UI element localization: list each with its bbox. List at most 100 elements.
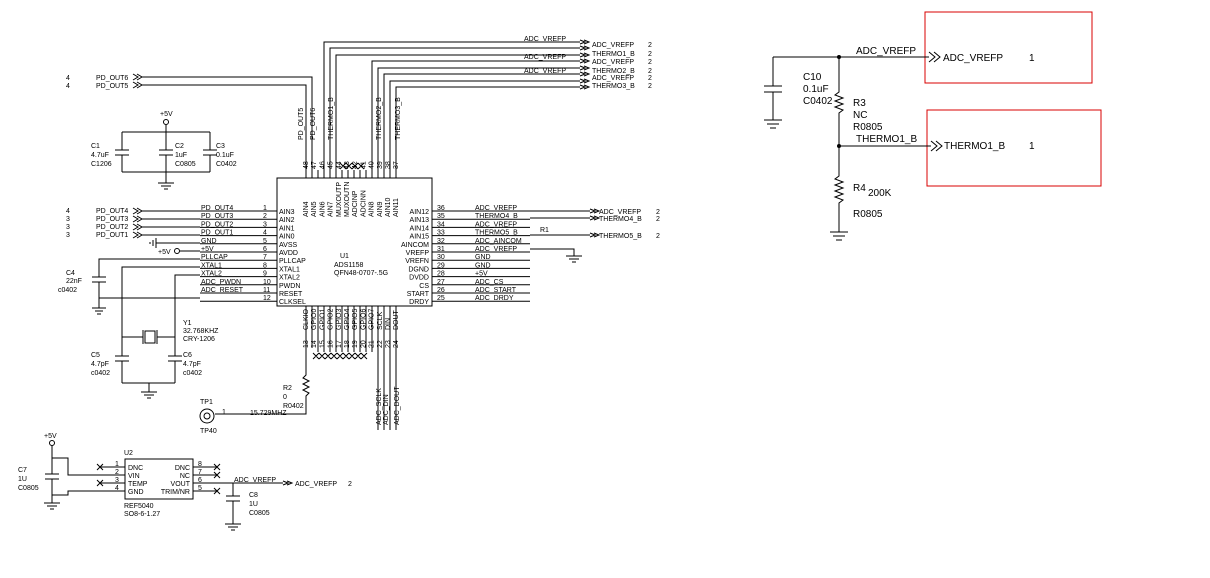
vrefp-port-sheet: 1: [1029, 53, 1035, 64]
u1-pin-name: START: [407, 291, 430, 298]
c7-ref: C7: [18, 467, 27, 474]
u1-pin-name: AIN3: [279, 209, 295, 216]
u1-top-net: PD_OUT6: [310, 108, 317, 140]
u1-pin-number: 41: [360, 161, 367, 169]
pd-net: PD_OUT4: [96, 208, 128, 215]
u1-pin-net: ADC_AINCOM: [475, 238, 522, 245]
u1-pin-name: CS: [419, 283, 429, 290]
c3-value: 0.1uF: [216, 152, 234, 159]
u1-pin-name: PLLCAP: [279, 258, 306, 265]
top-port-sheet: 2: [648, 51, 652, 58]
c4-ref: C4: [66, 270, 75, 277]
u2-chip: U2 REF5040 SO8-6-1.27 1DNC2VIN3TEMP4GNDD…: [18, 433, 352, 531]
u1-chip: U1 ADS1158 QFN48-0707-.5G: [276, 177, 433, 307]
c6-value: 4.7pF: [183, 361, 201, 368]
plus5v-label: +5V: [158, 249, 171, 256]
u2-pin-name: TRIM/NR: [161, 489, 190, 496]
pd-sheet: 3: [66, 232, 70, 239]
pd-net: PD_OUT5: [96, 83, 128, 90]
u2-package: SO8-6-1.27: [124, 511, 160, 518]
u1-pin-number: 34: [437, 221, 445, 228]
c2-ref: C2: [175, 143, 184, 150]
r4-package: R0805: [853, 209, 883, 220]
r2-package: R0402: [283, 403, 304, 410]
r2-value: 0: [283, 394, 287, 401]
u1-pin-name: AVDD: [279, 250, 298, 257]
u1-pin-number: 7: [263, 254, 267, 261]
u1-pin-net: +5V: [201, 246, 214, 253]
pd-left-inputs: 4 3 3 3 PD_OUT4 PD_OUT3 PD_OUT2 PD_OUT1: [66, 207, 200, 239]
u1-pin-number: 44: [336, 161, 343, 169]
u1-pin-number: 10: [263, 279, 271, 286]
c1-value: 4.7uF: [91, 152, 109, 159]
u1-footprint: QFN48-0707-.5G: [334, 270, 388, 277]
top-port-sheet: 2: [648, 68, 652, 75]
c6-ref: C6: [183, 352, 192, 359]
right-port-label: ADC_VREFP: [599, 209, 641, 216]
u1-pin-net: ADC_CS: [475, 279, 504, 286]
u1-ref: U1: [340, 253, 349, 260]
top-net-label: ADC_VREFP: [524, 36, 566, 43]
u1-pin-net: ADC_VREFP: [475, 205, 517, 212]
u1-pin-name: ADCINP: [352, 190, 359, 217]
pd-net: PD_OUT6: [96, 75, 128, 82]
u2-pin-number: 1: [115, 461, 119, 468]
u1-top-net: THERMO3_B: [395, 97, 402, 140]
u2-pin-number: 3: [115, 477, 119, 484]
u1-left-pins: 1AIN3PD_OUT42AIN2PD_OUT33AIN1PD_OUT24AIN…: [200, 205, 306, 306]
u1-pin-name: XTAL1: [279, 266, 300, 273]
r2-ref: R2: [283, 385, 292, 392]
u1-pin-name: AIN14: [410, 225, 430, 232]
thermo1-port-highlight: [926, 109, 1102, 187]
u1-pin-name: GPIO3: [336, 308, 343, 330]
pd-sheet: 4: [66, 208, 70, 215]
right-port-sheet: 2: [656, 209, 660, 216]
top-bus: ADC_VREFP ADC_VREFP ADC_VREFP ADC_VREFP …: [323, 36, 652, 178]
u1-pin-name: SCLK: [377, 311, 384, 330]
u1-pin-net: +5V: [475, 271, 488, 278]
pd-net: PD_OUT3: [96, 216, 128, 223]
u2-part: REF5040: [124, 503, 154, 510]
u2-vout-sheet: 2: [348, 481, 352, 488]
u1-pin-number: 33: [437, 230, 445, 237]
u2-pin-name: NC: [180, 473, 190, 480]
u1-pin-net: GND: [475, 262, 491, 269]
u1-pin-number: 37: [393, 161, 400, 169]
c8-package: C0805: [249, 510, 270, 517]
u2-pin-number: 5: [198, 485, 202, 492]
top-port-label: THERMO1_B: [592, 51, 635, 58]
u1-pin-number: 42: [352, 161, 359, 169]
c5-ref: C5: [91, 352, 100, 359]
u1-bottom-net: ADC_DOUT: [394, 386, 401, 425]
pd-sheet: 3: [66, 216, 70, 223]
u1-pin-number: 48: [303, 161, 310, 169]
c2-value: 1uF: [175, 152, 187, 159]
u1-pin-name: AIN7: [328, 201, 335, 217]
right-port-label: THERMO5_B: [599, 233, 642, 240]
c4-package: c0402: [58, 287, 77, 294]
u1-pin-net: PD_OUT2: [201, 221, 233, 228]
c3-ref: C3: [216, 143, 225, 150]
u1-pin-name: AVSS: [279, 242, 297, 249]
u1-pin-name: AIN1: [279, 225, 295, 232]
u1-pin-name: AIN6: [319, 201, 326, 217]
thermo1-port-label: THERMO1_B: [944, 141, 1005, 152]
pll-xtal-network: C4 22nF c0402 Y1 32.768KHZ CRY-1206 C5 4…: [58, 258, 219, 399]
u1-pin-number: 3: [263, 221, 267, 228]
u1-pin-number: 14: [311, 340, 318, 348]
u1-pin-number: 20: [360, 340, 367, 348]
u1-pin-number: 13: [303, 340, 310, 348]
u1-pin-name: PWDN: [279, 283, 300, 290]
pd-sheet: 4: [66, 75, 70, 82]
u1-pin-net: ADC_RESET: [201, 287, 244, 294]
u1-pin-name: GPIO2: [328, 308, 335, 330]
u1-pin-number: 4: [263, 230, 267, 237]
u1-pin-number: 35: [437, 213, 445, 220]
c5-value: 4.7pF: [91, 361, 109, 368]
right-port-sheet: 2: [656, 216, 660, 223]
clk-test-point: R2 0 R0402 TP1 TP40 1 15.729MHZ: [199, 352, 311, 435]
bypass-caps: +5V C1 4.7uF C1206 C2 1uF C0805 C3 0.1uF…: [91, 111, 237, 190]
plus5v-label: +5V: [160, 111, 173, 118]
top-net-label: ADC_VREFP: [524, 54, 566, 61]
